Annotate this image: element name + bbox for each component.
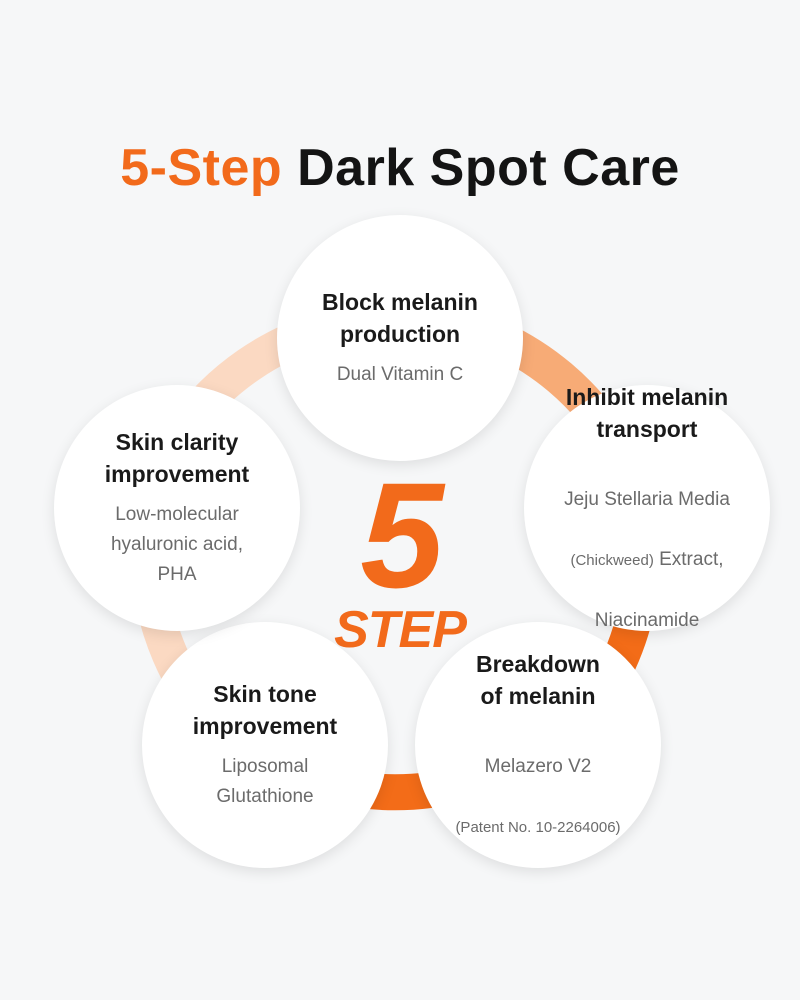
step-3-detail-small: (Patent No. 10-2264006) [455, 818, 621, 836]
step-5-detail: Low-molecular hyaluronic acid, PHA [110, 504, 244, 585]
step-2-detail-small: (Chickweed) [570, 551, 654, 569]
step-circle-5: Skin clarity improvement Low-molecular h… [54, 385, 300, 631]
step-3-heading: Breakdown of melanin [476, 650, 600, 709]
step-2-detail-line3: Niacinamide [594, 609, 700, 631]
step-circle-2: Inhibit melanin transport Jeju Stellaria… [524, 384, 770, 631]
step-5-heading: Skin clarity improvement [104, 429, 250, 487]
step-2-detail-line1: Jeju Stellaria Media [564, 488, 730, 510]
page-title: 5-Step Dark Spot Care [0, 138, 800, 198]
step-3-detail: Melazero V2 (Patent No. 10-2264006) [455, 722, 620, 843]
center-word: STEP [334, 601, 467, 659]
step-2-detail: Jeju Stellaria Media (Chickweed) Extract… [564, 455, 730, 636]
title-rest: Dark Spot Care [297, 139, 680, 197]
step-4-heading: Skin tone improvement [192, 681, 338, 739]
step-2-detail-line2: Extract, [653, 548, 724, 570]
step-1-detail: Dual Vitamin C [336, 364, 464, 385]
center-number: 5 [360, 451, 443, 619]
center-label: 5 STEP [310, 451, 490, 660]
step-3-detail-line1: Melazero V2 [484, 755, 592, 777]
step-1-heading: Block melanin production [322, 289, 478, 347]
step-circle-1: Block melanin production Dual Vitamin C [277, 215, 523, 461]
title-accent: 5-Step [120, 139, 283, 197]
step-circle-3: Breakdown of melanin Melazero V2 (Patent… [415, 622, 661, 868]
step-2-heading: Inhibit melanin transport [565, 383, 729, 442]
step-4-detail: Liposomal Glutathione [216, 756, 314, 807]
step-circle-4: Skin tone improvement Liposomal Glutathi… [142, 622, 388, 868]
